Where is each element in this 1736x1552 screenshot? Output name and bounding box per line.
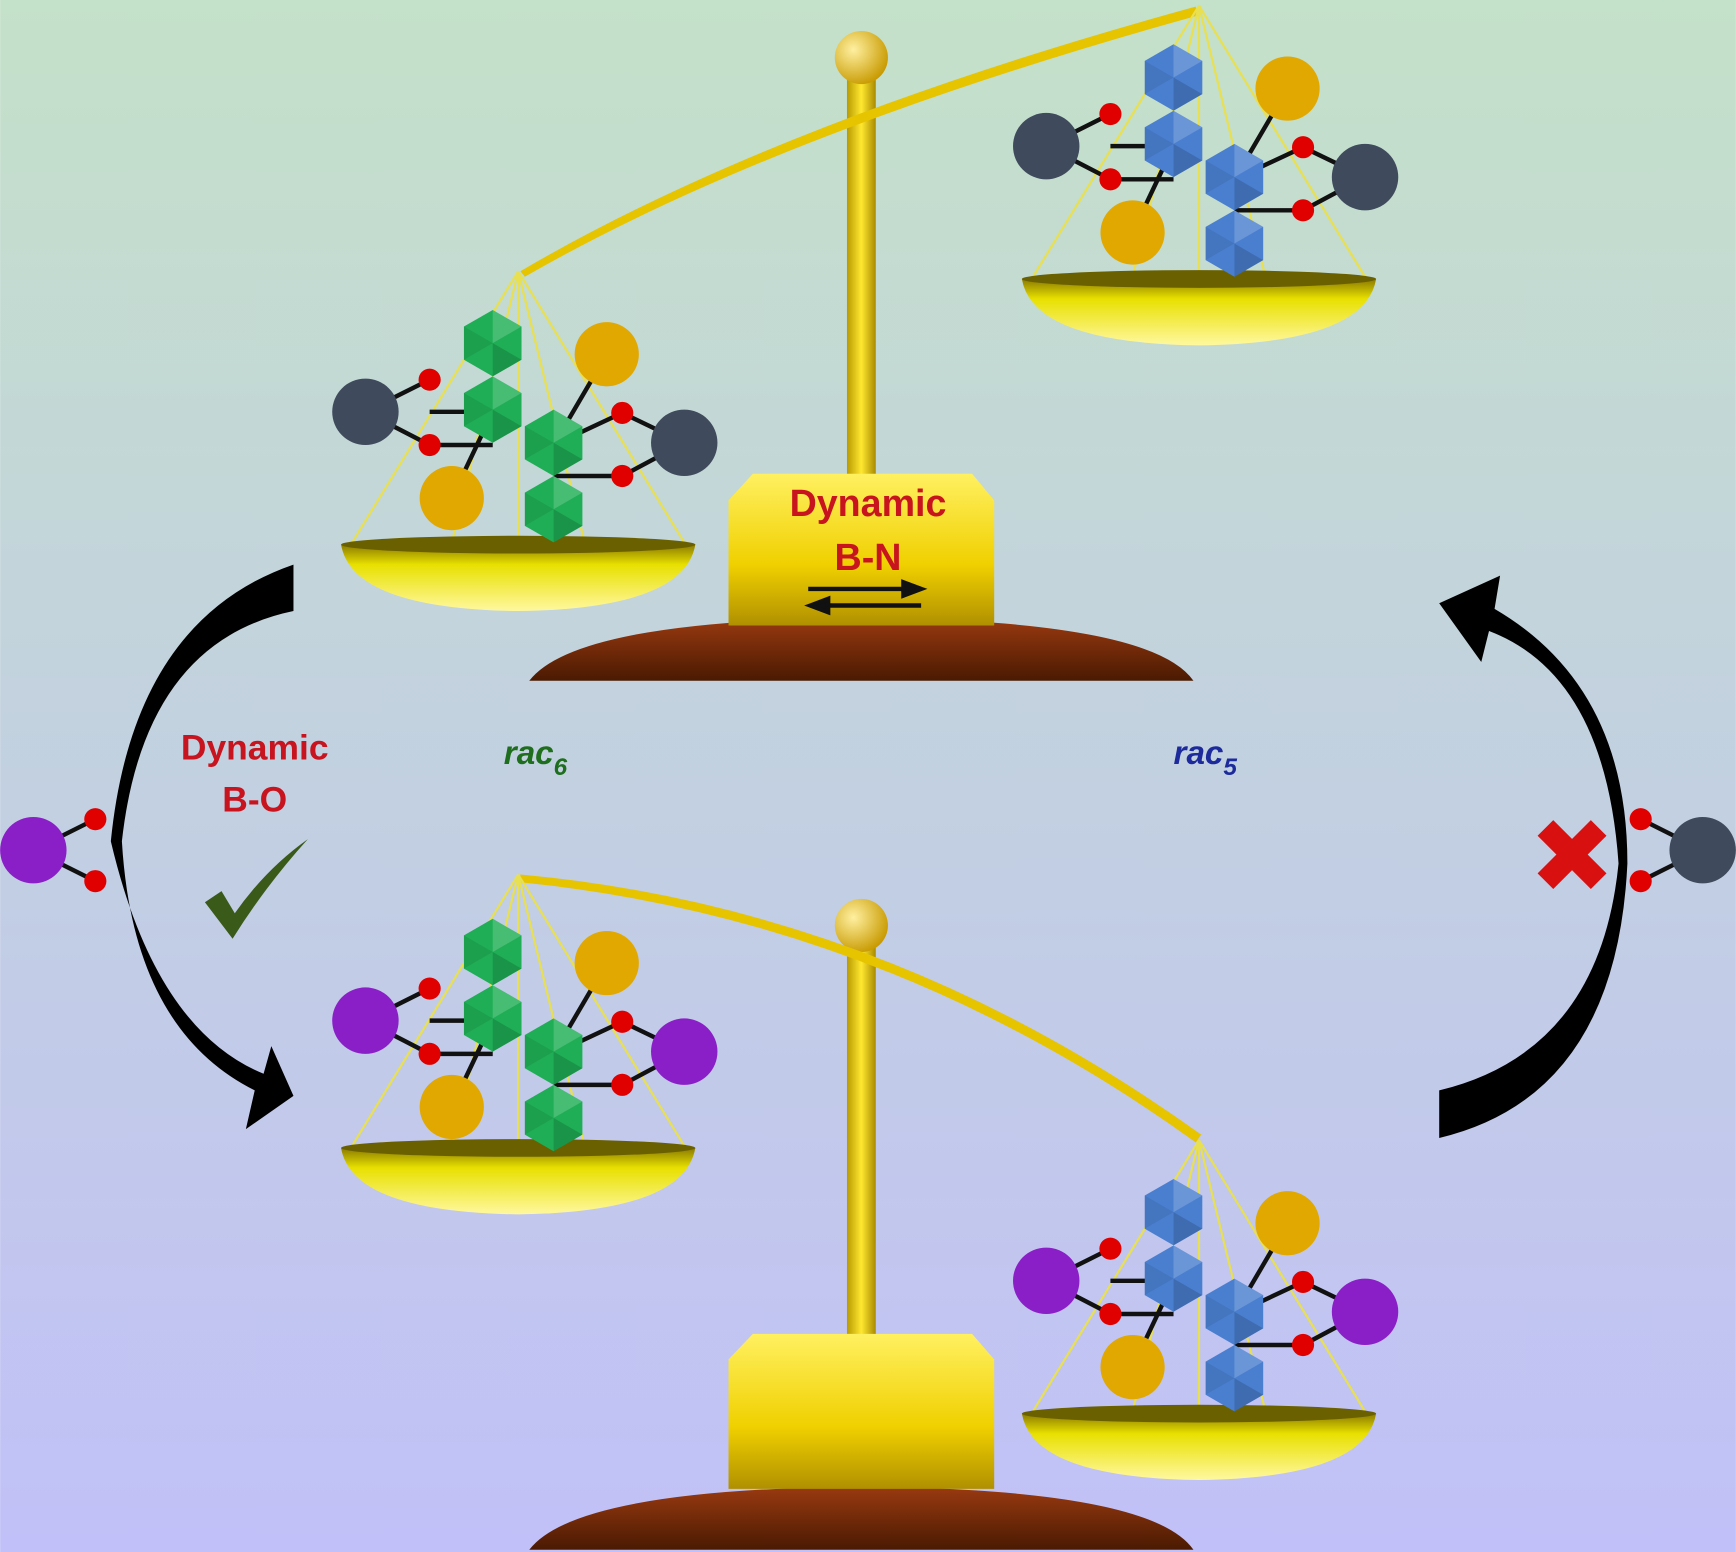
bo-label-line1: Dynamic bbox=[181, 727, 329, 767]
top-beam bbox=[520, 6, 1198, 277]
cross-mark-icon bbox=[1537, 820, 1607, 890]
bottom-base-block bbox=[728, 1333, 995, 1489]
bottom-pole-ball bbox=[834, 898, 888, 953]
rac5-subscript: 5 bbox=[1223, 754, 1237, 781]
rac5-main: rac bbox=[1174, 735, 1224, 772]
top-pole bbox=[846, 66, 876, 477]
top-base-plate bbox=[529, 617, 1194, 681]
bn-label-line2: B-N bbox=[835, 536, 902, 578]
left-curved-arrow-icon bbox=[110, 564, 294, 1130]
top-base-block bbox=[728, 473, 995, 626]
right-curved-arrow-icon bbox=[1439, 575, 1628, 1138]
gray-boron-reagent bbox=[1629, 808, 1736, 893]
check-mark-icon bbox=[204, 839, 308, 939]
purple-boron-reagent bbox=[0, 808, 107, 893]
rac5-label: rac5 bbox=[1174, 735, 1238, 781]
top-balance: Dynamic B-N bbox=[332, 4, 1398, 681]
bn-label-line1: Dynamic bbox=[790, 482, 947, 524]
bottom-base-plate bbox=[529, 1486, 1194, 1550]
bottom-balance bbox=[332, 873, 1398, 1550]
top-pole-ball bbox=[834, 30, 888, 85]
equilibrium-arrows-icon bbox=[804, 579, 928, 616]
rac6-main: rac bbox=[504, 735, 554, 772]
rac6-subscript: 6 bbox=[554, 754, 568, 781]
bottom-pole bbox=[846, 935, 876, 1340]
bo-label-line2: B-O bbox=[222, 779, 287, 819]
rac6-label: rac6 bbox=[504, 735, 568, 781]
